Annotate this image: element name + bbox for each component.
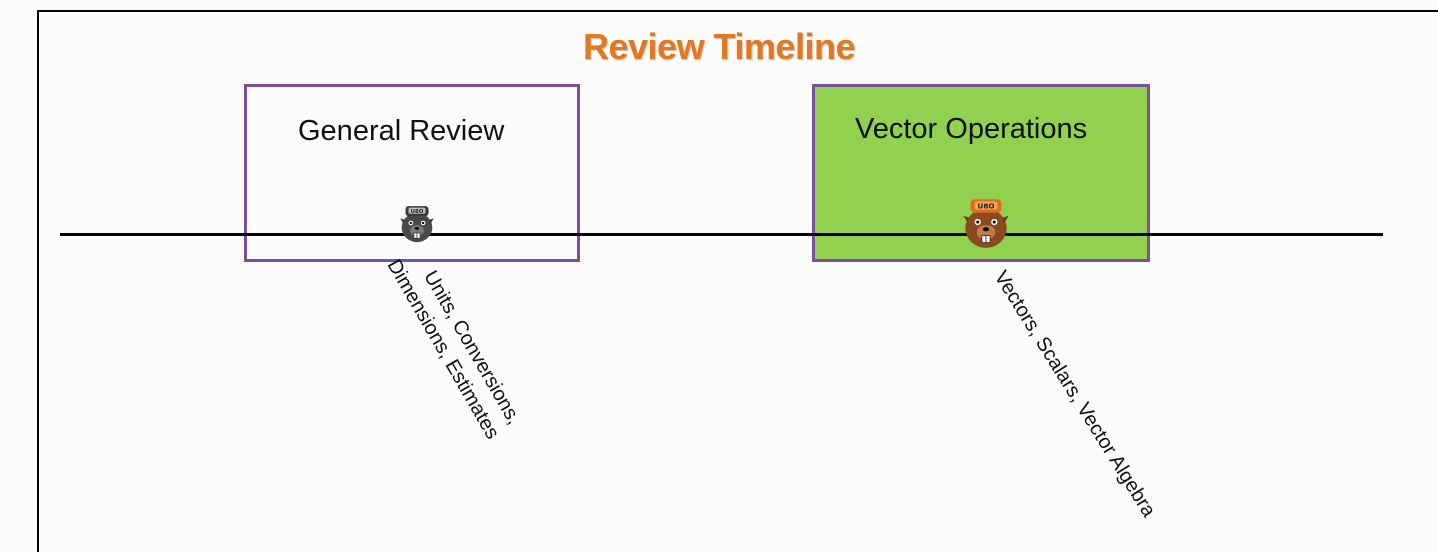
beaver-mascot-grayscale-icon: U8O bbox=[400, 206, 434, 243]
beaver-mascot-color-icon: U8O bbox=[963, 199, 1009, 248]
frame-border-top bbox=[37, 10, 1438, 12]
svg-text:U8O: U8O bbox=[977, 202, 994, 211]
frame-border-left bbox=[37, 10, 39, 552]
topic-details-general-review: Units, Conversions, Dimensions, Estimate… bbox=[383, 256, 528, 444]
topic-label-vector-operations: Vector Operations bbox=[855, 113, 1088, 145]
topic-details-vector-operations: Vectors, Scalars, Vector Algebra bbox=[989, 267, 1160, 522]
svg-text:U8O: U8O bbox=[411, 209, 424, 215]
topic-label-general-review: General Review bbox=[298, 115, 505, 147]
topic-box-general-review: General Review bbox=[244, 84, 580, 262]
diagram-title: Review Timeline bbox=[583, 26, 855, 67]
timeline-line bbox=[60, 233, 1383, 236]
